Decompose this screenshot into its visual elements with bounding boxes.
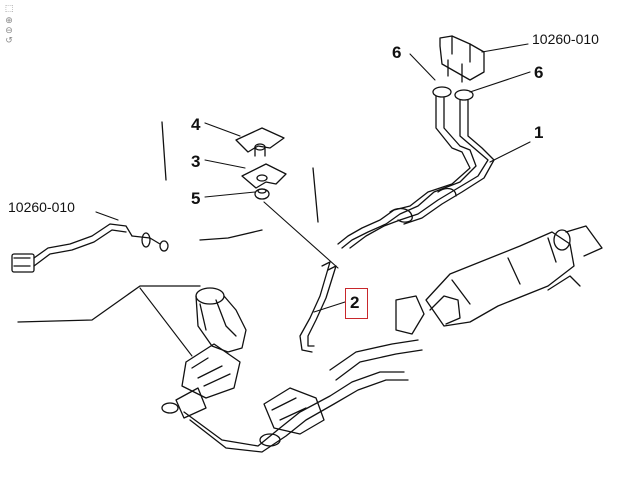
front-pipe: [161, 287, 425, 453]
leader-lines: [95, 43, 531, 357]
zoom-out-icon[interactable]: ⊖: [5, 26, 13, 36]
callout-part-6-right[interactable]: 6: [534, 63, 544, 82]
callout-part-3[interactable]: 3: [191, 152, 201, 171]
callout-part-2: 2: [350, 293, 360, 312]
section-lines: [17, 121, 319, 323]
rear-muffler: [425, 225, 603, 327]
select-tool-icon[interactable]: ⬚: [4, 4, 14, 14]
ref-group-top[interactable]: 10260-010: [532, 31, 599, 47]
part-4-bracket: [235, 127, 285, 157]
ref-group-left[interactable]: 10260-010: [8, 199, 75, 215]
callout-part-2-highlight[interactable]: 2: [345, 288, 368, 319]
callout-part-1[interactable]: 1: [534, 123, 544, 142]
reset-view-icon[interactable]: ↺: [5, 36, 13, 46]
callout-part-5[interactable]: 5: [191, 189, 201, 208]
part-2-hose: [299, 261, 337, 353]
zoom-in-icon[interactable]: ⊕: [5, 16, 13, 26]
part-3-bracket: [241, 163, 287, 189]
part-5-mount: [254, 188, 270, 200]
part-1-hoses: [337, 95, 495, 249]
pressure-sensor: [432, 35, 485, 101]
lambda-sensor: [11, 223, 169, 273]
callout-part-6-left[interactable]: 6: [392, 43, 402, 62]
callout-part-4[interactable]: 4: [191, 115, 201, 134]
